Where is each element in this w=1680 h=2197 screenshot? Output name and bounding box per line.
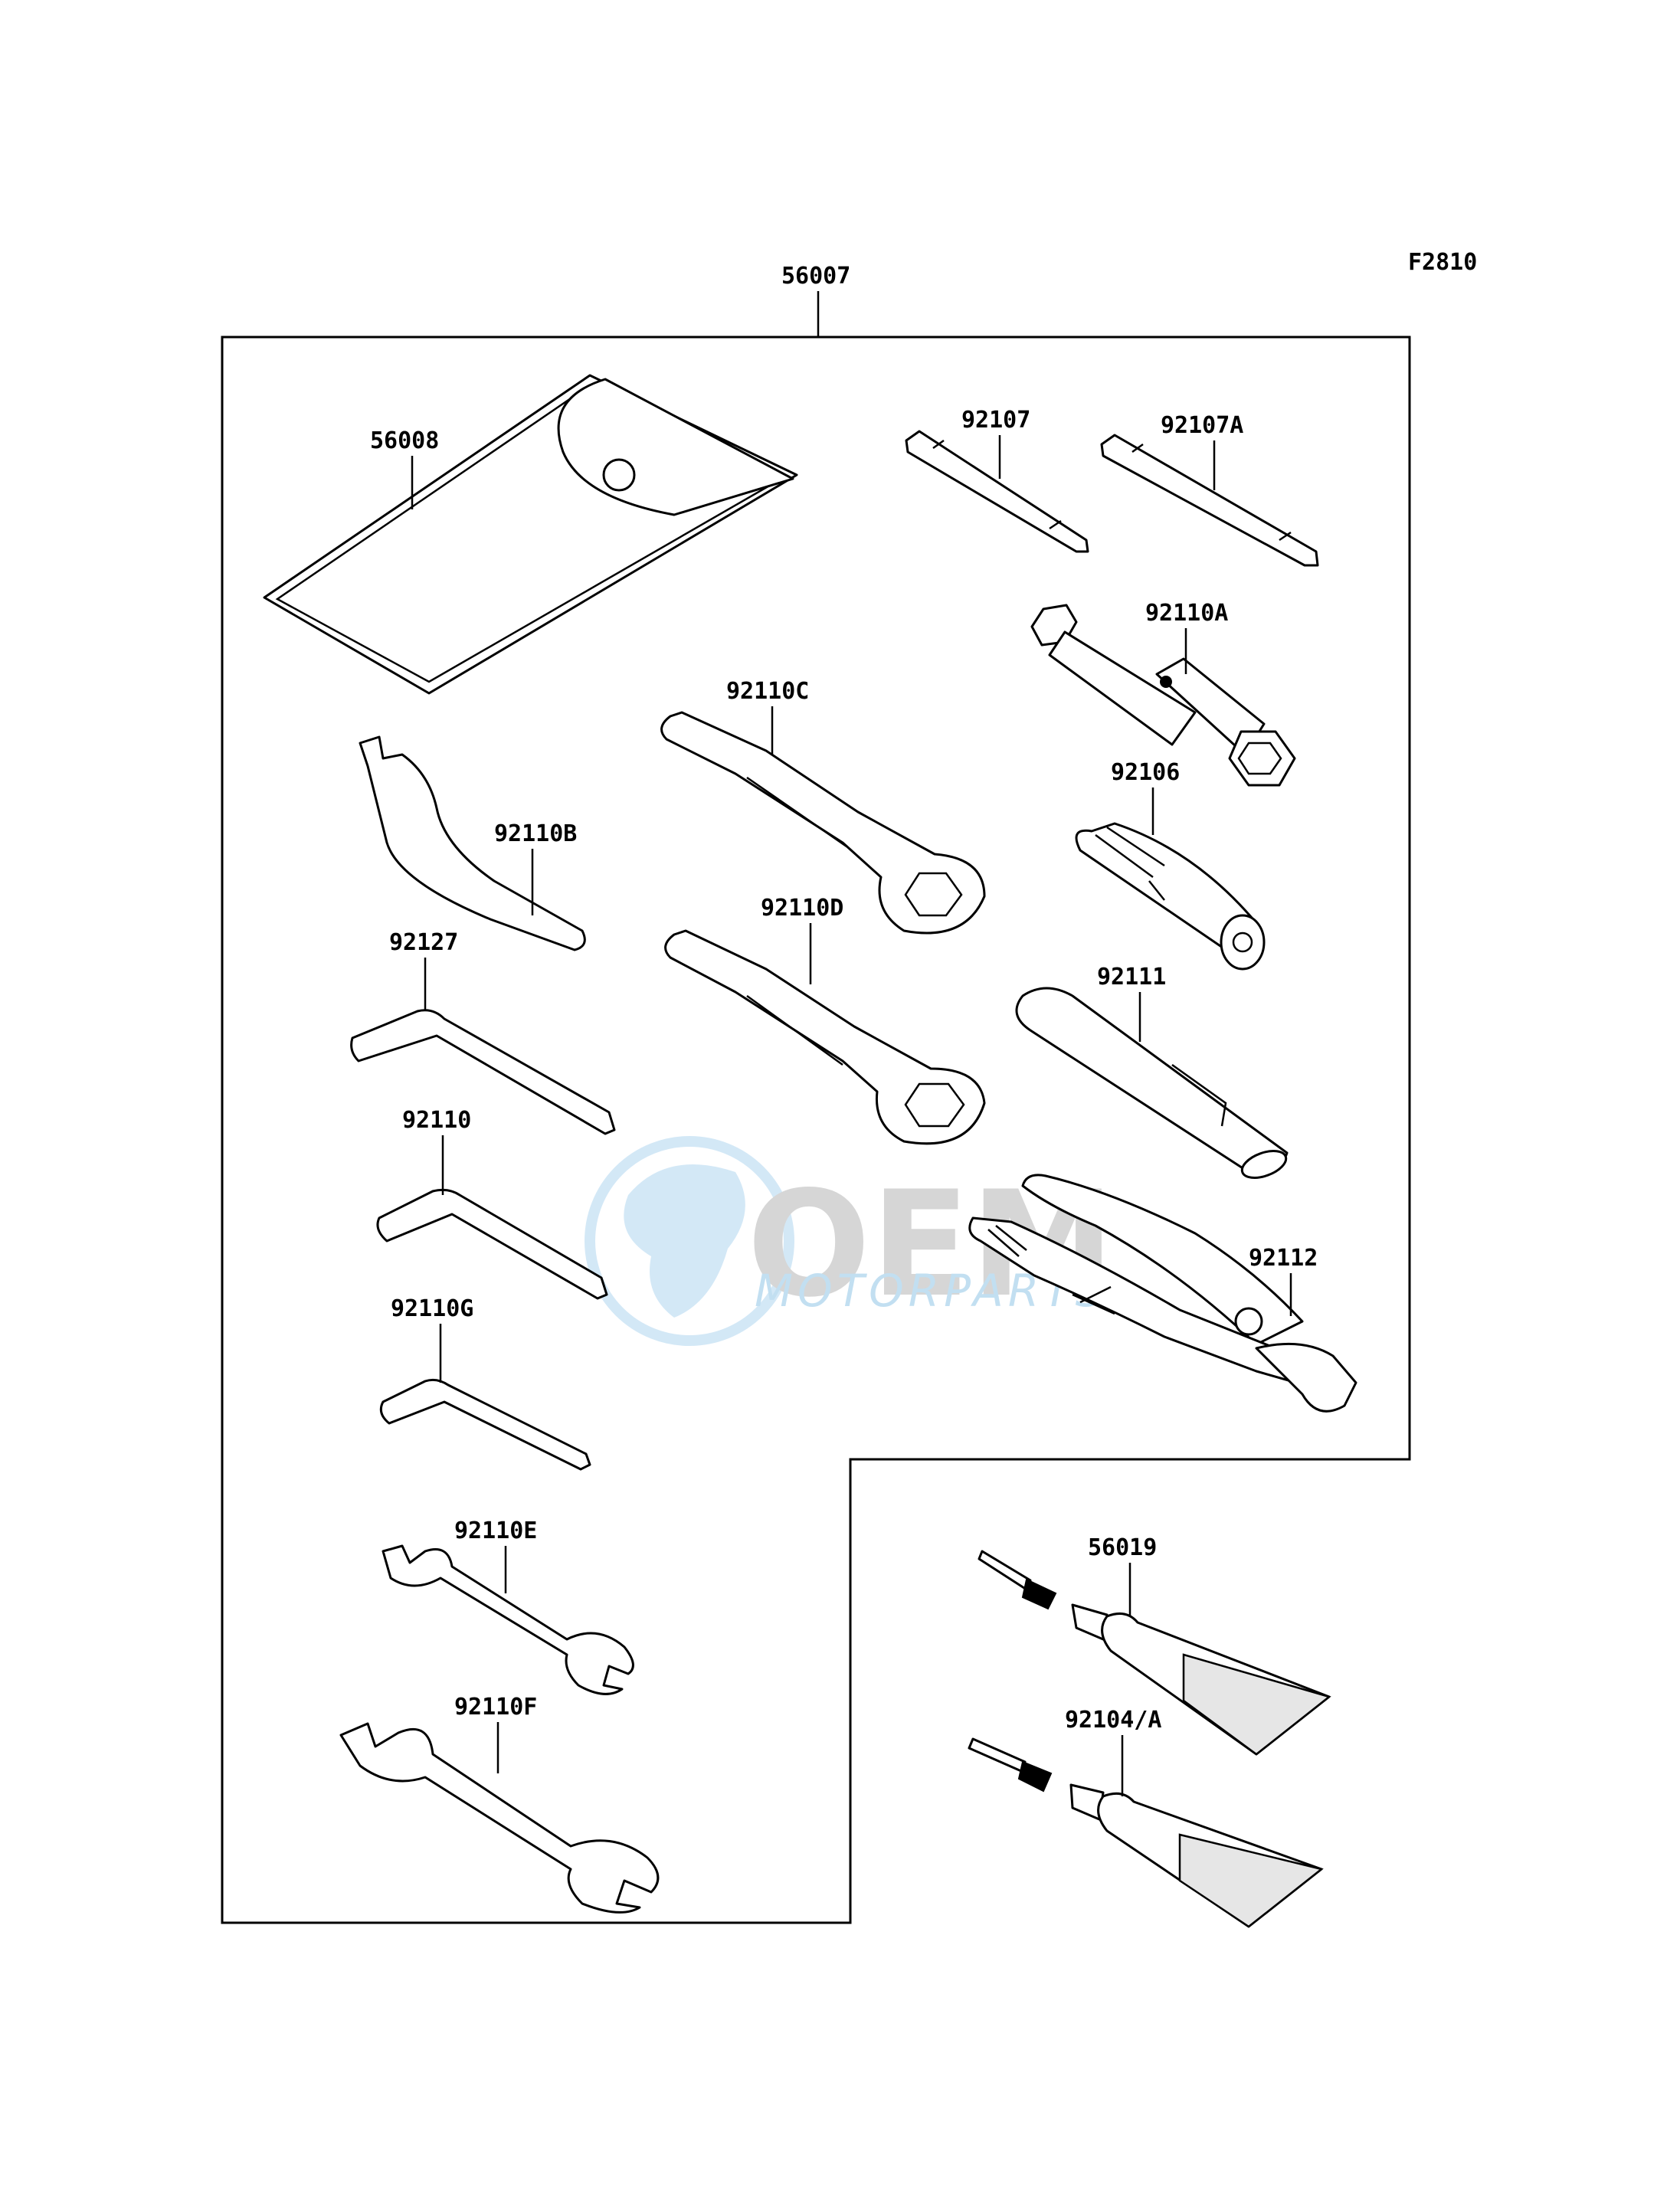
screwdriver-bit-a bbox=[1100, 434, 1319, 567]
box-wrench-a bbox=[1030, 604, 1296, 787]
hook-wrench-b bbox=[359, 735, 586, 951]
screwdriver-handle bbox=[1075, 822, 1266, 971]
part-number-92110C: 92110C bbox=[726, 678, 809, 705]
part-number-92110D: 92110D bbox=[761, 895, 843, 922]
part-number-92110G: 92110G bbox=[391, 1295, 473, 1322]
pliers bbox=[968, 1174, 1357, 1413]
part-number-92127: 92127 bbox=[389, 929, 458, 956]
part-number-56008: 56008 bbox=[370, 427, 439, 454]
screwdriver-bit bbox=[905, 430, 1089, 553]
part-number-92111: 92111 bbox=[1097, 964, 1166, 990]
tool-pouch bbox=[263, 374, 798, 695]
kit-number-label: 56007 bbox=[781, 263, 850, 290]
extension-bar bbox=[1015, 987, 1289, 1179]
part-number-92112: 92112 bbox=[1249, 1245, 1318, 1272]
open-wrench-f bbox=[339, 1722, 660, 1914]
part-number-92110: 92110 bbox=[402, 1107, 471, 1134]
hex-key-g bbox=[379, 1378, 591, 1471]
part-number-92110E: 92110E bbox=[454, 1518, 537, 1544]
open-wrench-e bbox=[382, 1544, 634, 1695]
part-number-92106: 92106 bbox=[1111, 759, 1180, 786]
part-number-92104-A: 92104/A bbox=[1065, 1707, 1161, 1734]
hex-key-92110 bbox=[376, 1188, 608, 1300]
part-number-92110A: 92110A bbox=[1145, 600, 1228, 627]
ring-wrench-c bbox=[660, 711, 986, 935]
hex-key-92127 bbox=[350, 1009, 616, 1135]
repair-tube-1 bbox=[978, 1550, 1331, 1756]
part-number-92110B: 92110B bbox=[494, 820, 577, 847]
ring-wrench-d bbox=[664, 929, 986, 1145]
figure-code: F2810 bbox=[1408, 249, 1477, 276]
part-number-92110F: 92110F bbox=[454, 1694, 537, 1721]
part-number-92107A: 92107A bbox=[1161, 412, 1243, 439]
repair-tube-2 bbox=[968, 1737, 1324, 1928]
kit-boundary-frame bbox=[221, 336, 1411, 1924]
part-number-92107: 92107 bbox=[961, 407, 1030, 434]
part-number-56019: 56019 bbox=[1088, 1534, 1157, 1561]
